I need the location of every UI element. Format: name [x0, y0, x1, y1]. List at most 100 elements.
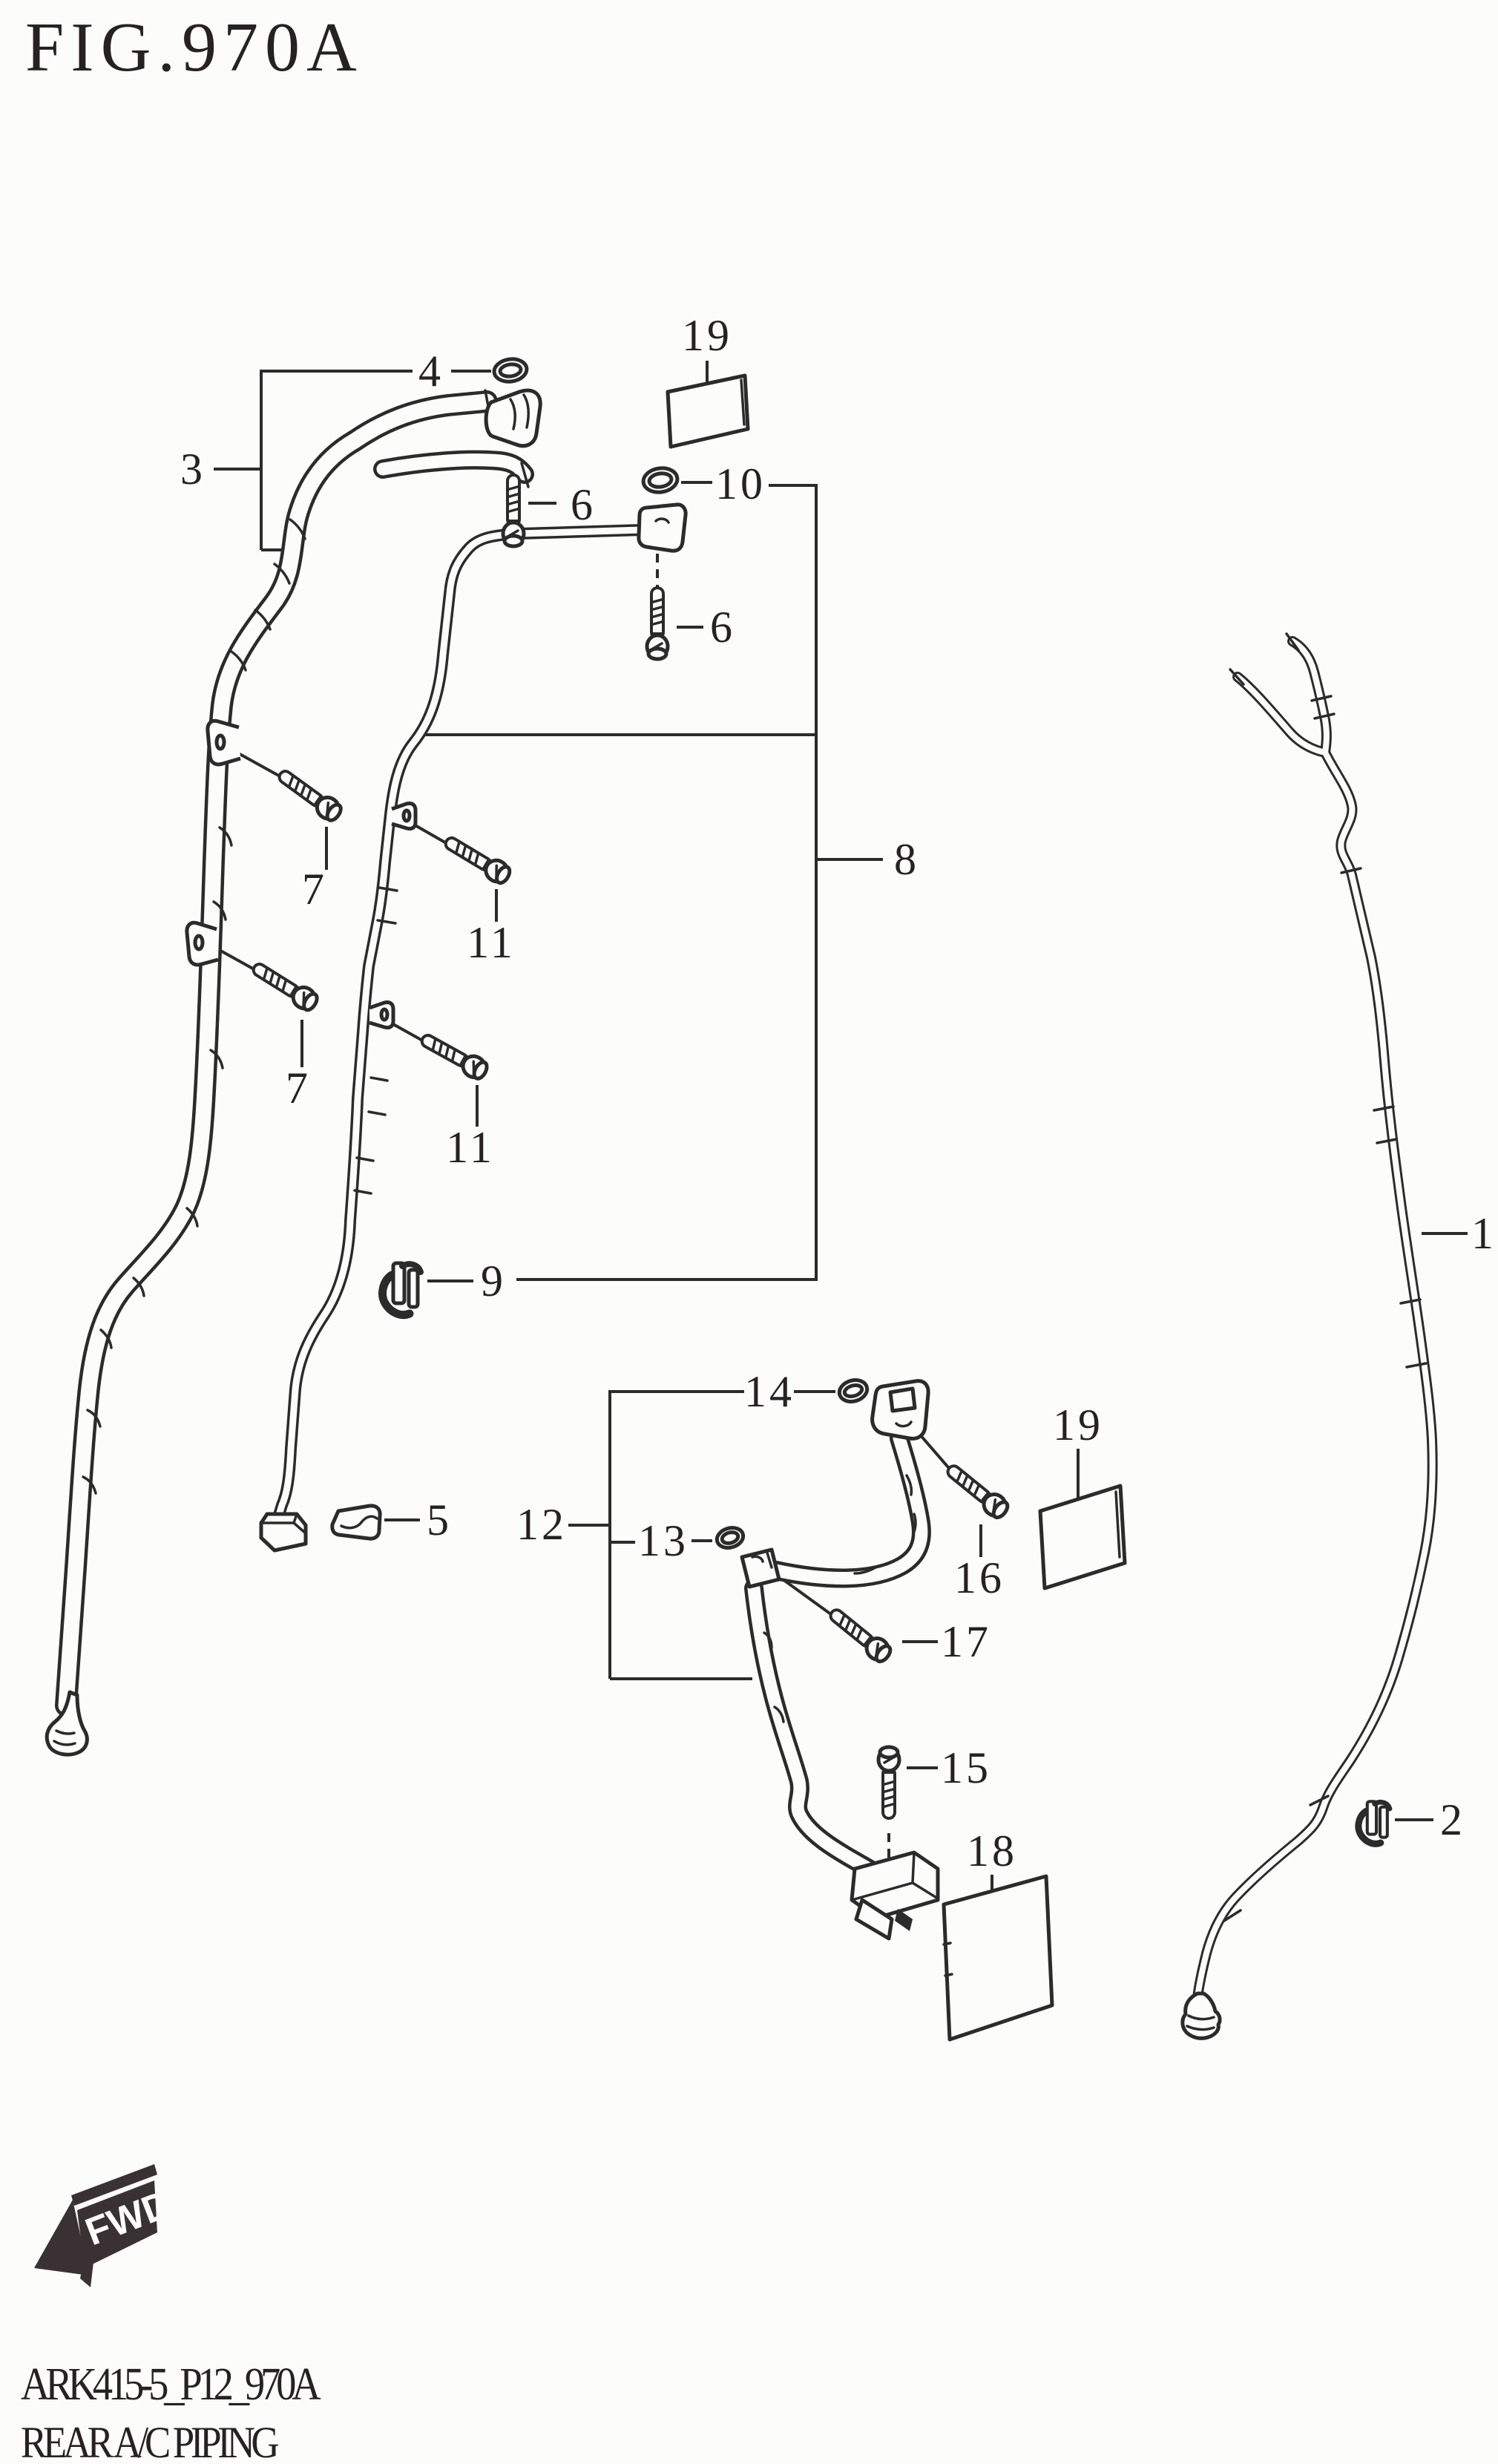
figure-title: FIG.970A — [25, 9, 364, 86]
hose-fill — [58, 433, 363, 1714]
main-outline — [1192, 747, 1438, 2003]
callout-17: 17 — [941, 1617, 991, 1666]
fitting-arc — [895, 1421, 913, 1428]
callout-1: 1 — [1471, 1209, 1497, 1258]
bolt-7-upper — [279, 769, 344, 824]
pipe-joint-ticks — [1223, 695, 1428, 1922]
callout-19-bottom: 19 — [1053, 1400, 1103, 1449]
rear-evaporator-hose — [740, 1379, 940, 1941]
nozzle-shape — [45, 1690, 89, 1757]
hose-upper-fill — [769, 1432, 928, 1585]
right-pipe-end-cup — [1180, 1991, 1222, 2040]
catalog-code: ARK415-5_P12_970A — [21, 2359, 321, 2410]
bolt-6-lower — [647, 594, 668, 659]
label-fold — [1114, 1490, 1121, 1559]
stub-right-fill — [1290, 638, 1330, 756]
hose-bracket-tab-lower — [185, 920, 219, 967]
clamp-curl — [340, 1515, 378, 1530]
hose-clamp-5 — [330, 1504, 382, 1541]
figure-caption: REAR A/C PIPING — [21, 2418, 280, 2464]
o-ring-4 — [492, 357, 529, 384]
hose-wrap-ticks — [82, 518, 306, 1495]
clamp-shape — [330, 1504, 382, 1541]
o-ring-inner — [647, 471, 674, 489]
callout-6-upper: 6 — [571, 480, 596, 529]
caution-label-19-top — [666, 373, 750, 449]
callout-5: 5 — [427, 1495, 452, 1544]
hose-flange-fitting-13 — [740, 1547, 781, 1589]
fwd-body — [77, 2180, 157, 2268]
pipe-foot-bracket — [259, 1512, 308, 1553]
fitting-notch — [751, 1551, 773, 1569]
pipe-clamp-tab-upper — [391, 802, 418, 831]
foot-tab — [854, 1898, 894, 1941]
callout-9: 9 — [481, 1256, 506, 1305]
pipe-fill — [274, 526, 645, 1524]
callout-10: 10 — [715, 459, 766, 508]
hose-surface-ticks — [763, 1474, 917, 1723]
o-ring-inner — [720, 1530, 740, 1545]
callout-19-top: 19 — [682, 311, 732, 360]
tab-hole — [214, 733, 226, 751]
hose-bracket-tab-upper — [206, 718, 241, 767]
o-ring-inner — [842, 1383, 864, 1398]
pipe-clip-9 — [383, 1263, 421, 1315]
stub-left-fill — [1235, 674, 1328, 756]
caution-label-18 — [942, 1874, 1054, 2042]
callout-2: 2 — [1440, 1795, 1465, 1844]
bolt-15 — [878, 1747, 899, 1812]
block-shape — [637, 502, 688, 553]
leader-lines — [203, 361, 1468, 1903]
fwd-direction-marker: FWD — [34, 2164, 177, 2287]
o-ring-10 — [641, 466, 680, 494]
o-ring-inner — [498, 362, 523, 379]
block-port-arc — [654, 517, 670, 524]
callout-11-lower: 11 — [446, 1123, 495, 1172]
pipe-outline — [272, 524, 648, 1526]
pipe-joint-ticks — [353, 886, 398, 1195]
page-footer: ARK415-5_P12_970A REAR A/C PIPING — [21, 2359, 614, 2464]
main-fill — [1195, 750, 1436, 2001]
label-shape — [942, 1874, 1054, 2042]
callout-13: 13 — [638, 1516, 689, 1565]
leader-bracket-8-9-10 — [415, 481, 883, 1282]
callout-4: 4 — [418, 347, 444, 396]
crimp-lines — [509, 393, 530, 430]
bolt-16 — [947, 1464, 1011, 1521]
leader-7-upper — [226, 745, 328, 870]
hose-crimp-fitting — [484, 388, 542, 448]
bolt-7-lower — [254, 961, 320, 1013]
foot-shape — [259, 1512, 308, 1553]
hose-end-nozzle — [45, 1690, 89, 1757]
callout-16: 16 — [954, 1553, 1005, 1602]
pipe-union-block — [637, 502, 688, 553]
fitting-shape — [740, 1547, 781, 1589]
fwd-outline-strip — [71, 2164, 157, 2206]
callout-6-lower: 6 — [710, 603, 735, 652]
tab-hole — [193, 934, 205, 951]
fitting-slot — [888, 1386, 917, 1413]
callout-15: 15 — [941, 1743, 991, 1792]
pipe-clamp-tab-lower — [369, 1000, 395, 1030]
callout-7-lower: 7 — [286, 1064, 311, 1113]
o-ring-13 — [714, 1526, 746, 1550]
callout-labels: 3 4 19 6 10 6 8 7 11 7 11 9 1 14 19 5 12… — [180, 311, 1497, 1875]
center-ac-pipe — [259, 502, 688, 1553]
callout-11-upper: 11 — [467, 918, 516, 967]
hose-branch-upper-fill — [346, 393, 495, 449]
bolt-11-upper — [447, 835, 513, 886]
leader-bracket-12-13-14 — [568, 1390, 835, 1680]
o-ring-14 — [837, 1378, 870, 1403]
label-shape — [1038, 1484, 1127, 1590]
label-fold — [740, 379, 746, 426]
rear-ac-hose-assembly — [45, 388, 542, 1757]
pipe-clip-2 — [1359, 1801, 1390, 1844]
callout-3: 3 — [180, 445, 206, 494]
callout-8: 8 — [894, 835, 919, 884]
cup-bands — [1186, 2014, 1215, 2031]
callout-14: 14 — [744, 1367, 795, 1416]
right-ac-pipe — [1180, 632, 1438, 2040]
label-notches — [942, 1942, 953, 1977]
